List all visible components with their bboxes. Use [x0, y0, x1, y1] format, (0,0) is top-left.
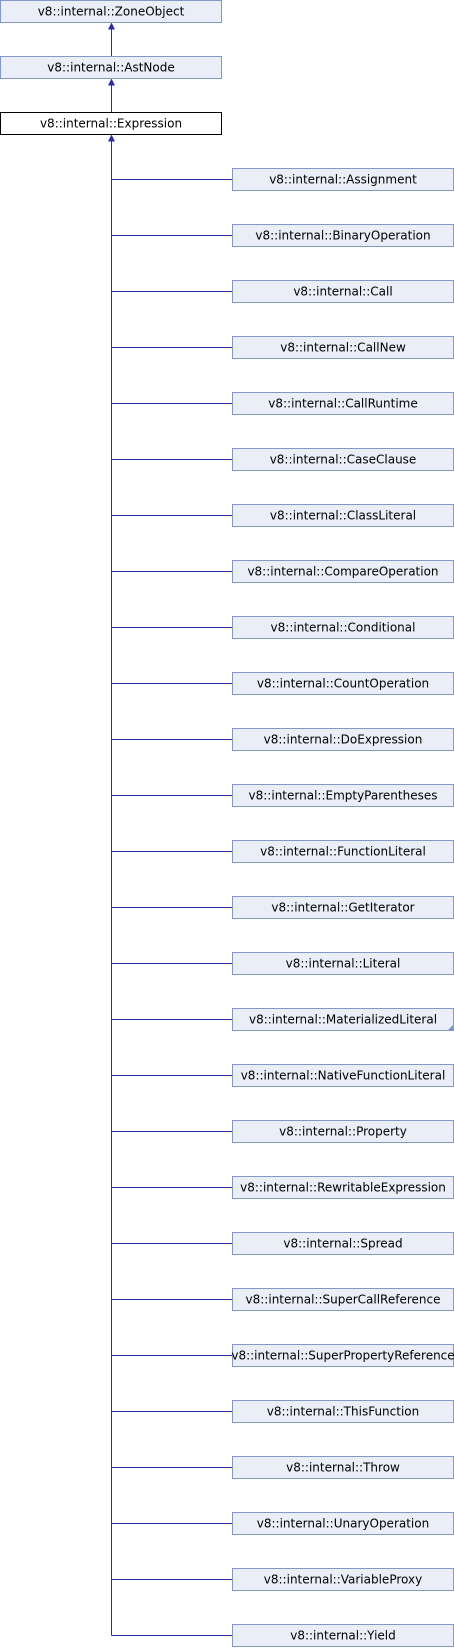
class-node-label: v8::internal::DoExpression: [264, 733, 423, 747]
class-node-label: v8::internal::ClassLiteral: [270, 509, 416, 523]
inheritance-arrow-icon: [108, 22, 115, 30]
class-node-case-clause[interactable]: v8::internal::CaseClause: [232, 448, 454, 471]
class-node-super-property-reference[interactable]: v8::internal::SuperPropertyReference: [231, 1344, 454, 1367]
class-node-label: v8::internal::GetIterator: [271, 901, 414, 915]
class-node-yield[interactable]: v8::internal::Yield: [232, 1624, 454, 1647]
class-node-label: v8::internal::VariableProxy: [264, 1573, 422, 1587]
class-node-zone-object[interactable]: v8::internal::ZoneObject: [0, 0, 222, 23]
class-node-label: v8::internal::NativeFunctionLiteral: [241, 1069, 446, 1083]
class-node-label: v8::internal::FunctionLiteral: [260, 845, 426, 859]
class-node-conditional[interactable]: v8::internal::Conditional: [232, 616, 454, 639]
class-node-label: v8::internal::ZoneObject: [38, 5, 185, 19]
class-node-throw[interactable]: v8::internal::Throw: [232, 1456, 454, 1479]
class-node-label: v8::internal::Literal: [286, 957, 401, 971]
class-node-label: v8::internal::CountOperation: [257, 677, 429, 691]
class-node-ast-node[interactable]: v8::internal::AstNode: [0, 56, 222, 79]
class-node-call-new[interactable]: v8::internal::CallNew: [232, 336, 454, 359]
class-node-assignment[interactable]: v8::internal::Assignment: [232, 168, 454, 191]
class-node-empty-parentheses[interactable]: v8::internal::EmptyParentheses: [232, 784, 454, 807]
class-node-expression: v8::internal::Expression: [0, 112, 222, 135]
class-node-label: v8::internal::Property: [279, 1125, 407, 1139]
class-node-unary-operation[interactable]: v8::internal::UnaryOperation: [232, 1512, 454, 1535]
class-node-super-call-reference[interactable]: v8::internal::SuperCallReference: [232, 1288, 454, 1311]
class-node-label: v8::internal::ThisFunction: [267, 1405, 420, 1419]
more-subclasses-corner-icon: [447, 1024, 454, 1031]
inheritance-arrow-icon: [108, 134, 115, 142]
class-node-box: [0, 0, 222, 23]
class-node-literal[interactable]: v8::internal::Literal: [232, 952, 454, 975]
class-node-label: v8::internal::SuperCallReference: [246, 1293, 441, 1307]
class-node-property[interactable]: v8::internal::Property: [232, 1120, 454, 1143]
class-node-label: v8::internal::CaseClause: [270, 453, 417, 467]
class-node-label: v8::internal::MaterializedLiteral: [249, 1013, 437, 1027]
class-node-label: v8::internal::CallRuntime: [268, 397, 417, 411]
class-node-compare-operation[interactable]: v8::internal::CompareOperation: [232, 560, 454, 583]
class-node-box: [0, 56, 222, 79]
class-node-label: v8::internal::RewritableExpression: [240, 1181, 446, 1195]
inheritance-arrow-icon: [108, 78, 115, 86]
class-node-class-literal[interactable]: v8::internal::ClassLiteral: [232, 504, 454, 527]
class-node-call-runtime[interactable]: v8::internal::CallRuntime: [232, 392, 454, 415]
class-node-spread[interactable]: v8::internal::Spread: [232, 1232, 454, 1255]
class-node-label: v8::internal::CallNew: [280, 341, 406, 355]
class-node-rewritable-expression[interactable]: v8::internal::RewritableExpression: [232, 1176, 454, 1199]
class-node-variable-proxy[interactable]: v8::internal::VariableProxy: [232, 1568, 454, 1591]
class-node-this-function[interactable]: v8::internal::ThisFunction: [232, 1400, 454, 1423]
diagram-edges: [108, 22, 233, 1636]
class-node-label: v8::internal::CompareOperation: [247, 565, 438, 579]
class-node-label: v8::internal::Conditional: [271, 621, 416, 635]
class-node-native-function-literal[interactable]: v8::internal::NativeFunctionLiteral: [232, 1064, 454, 1087]
class-node-label: v8::internal::Spread: [283, 1237, 402, 1251]
class-node-do-expression[interactable]: v8::internal::DoExpression: [232, 728, 454, 751]
class-node-label: v8::internal::Assignment: [269, 173, 417, 187]
class-node-label: v8::internal::BinaryOperation: [255, 229, 430, 243]
class-node-box: [0, 112, 222, 135]
class-node-count-operation[interactable]: v8::internal::CountOperation: [232, 672, 454, 695]
class-node-label: v8::internal::EmptyParentheses: [249, 789, 438, 803]
class-node-materialized-literal[interactable]: v8::internal::MaterializedLiteral: [232, 1008, 454, 1031]
class-node-function-literal[interactable]: v8::internal::FunctionLiteral: [232, 840, 454, 863]
class-node-binary-operation[interactable]: v8::internal::BinaryOperation: [232, 224, 454, 247]
class-node-call[interactable]: v8::internal::Call: [232, 280, 454, 303]
class-node-label: v8::internal::Yield: [290, 1629, 396, 1643]
class-node-label: v8::internal::Throw: [286, 1461, 400, 1475]
class-node-label: v8::internal::Call: [293, 285, 392, 299]
class-node-get-iterator[interactable]: v8::internal::GetIterator: [232, 896, 454, 919]
class-node-label: v8::internal::SuperPropertyReference: [231, 1349, 454, 1363]
class-node-label: v8::internal::Expression: [40, 117, 182, 131]
class-node-label: v8::internal::UnaryOperation: [257, 1517, 429, 1531]
class-node-label: v8::internal::AstNode: [47, 61, 174, 75]
